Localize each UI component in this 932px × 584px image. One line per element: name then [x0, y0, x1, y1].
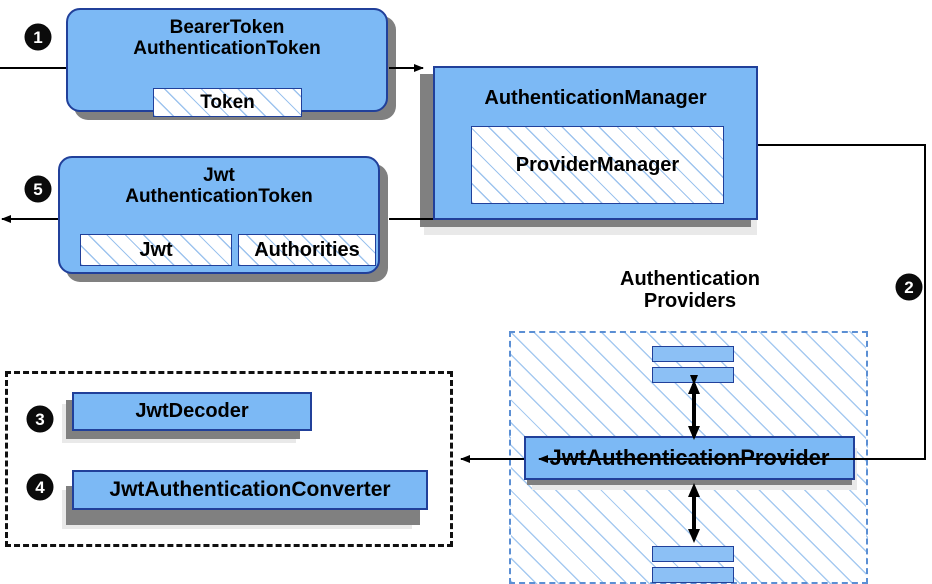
auth-manager-inner-provider-manager: ProviderManager: [471, 126, 724, 204]
jwt-authentication-provider-title: JwtAuthenticationProvider: [549, 445, 830, 470]
provider-stub-bottom-1: [652, 546, 734, 562]
jwt-authentication-converter-title: JwtAuthenticationConverter: [109, 478, 391, 501]
step-marker-1: 1: [25, 24, 51, 50]
node-authentication-manager[interactable]: AuthenticationManager ProviderManager: [433, 66, 758, 220]
provider-stub-top-2: [652, 367, 734, 383]
node-jwt-authentication-converter[interactable]: JwtAuthenticationConverter: [72, 470, 428, 510]
node-jwt-decoder[interactable]: JwtDecoder: [72, 392, 312, 431]
jwt-decoder-title: JwtDecoder: [135, 400, 249, 422]
node-jwt-authentication-token[interactable]: Jwt AuthenticationToken Jwt Authorities: [58, 156, 380, 274]
provider-stub-bottom-2: [652, 567, 734, 583]
node-jwt-authentication-provider[interactable]: JwtAuthenticationProvider: [524, 436, 855, 480]
authentication-manager-title: AuthenticationManager: [484, 87, 707, 109]
jwt-support-beans-container: [5, 371, 453, 547]
jwt-token-inner-jwt: Jwt: [80, 234, 232, 266]
node-bearer-token-authentication-token[interactable]: BearerToken AuthenticationToken Token: [66, 8, 388, 117]
bearer-token-title: BearerToken AuthenticationToken: [133, 17, 321, 59]
provider-stub-top-1: [652, 346, 734, 362]
step-marker-3: 3: [27, 406, 53, 432]
jwt-token-title: Jwt AuthenticationToken: [125, 165, 313, 207]
step-marker-2: 2: [896, 274, 922, 300]
bearer-token-inner-token: Token: [153, 88, 302, 117]
authentication-providers-label: Authentication Providers: [620, 268, 760, 313]
step-marker-5: 5: [25, 176, 51, 202]
jwt-token-inner-authorities: Authorities: [238, 234, 376, 266]
step-marker-4: 4: [27, 474, 53, 500]
